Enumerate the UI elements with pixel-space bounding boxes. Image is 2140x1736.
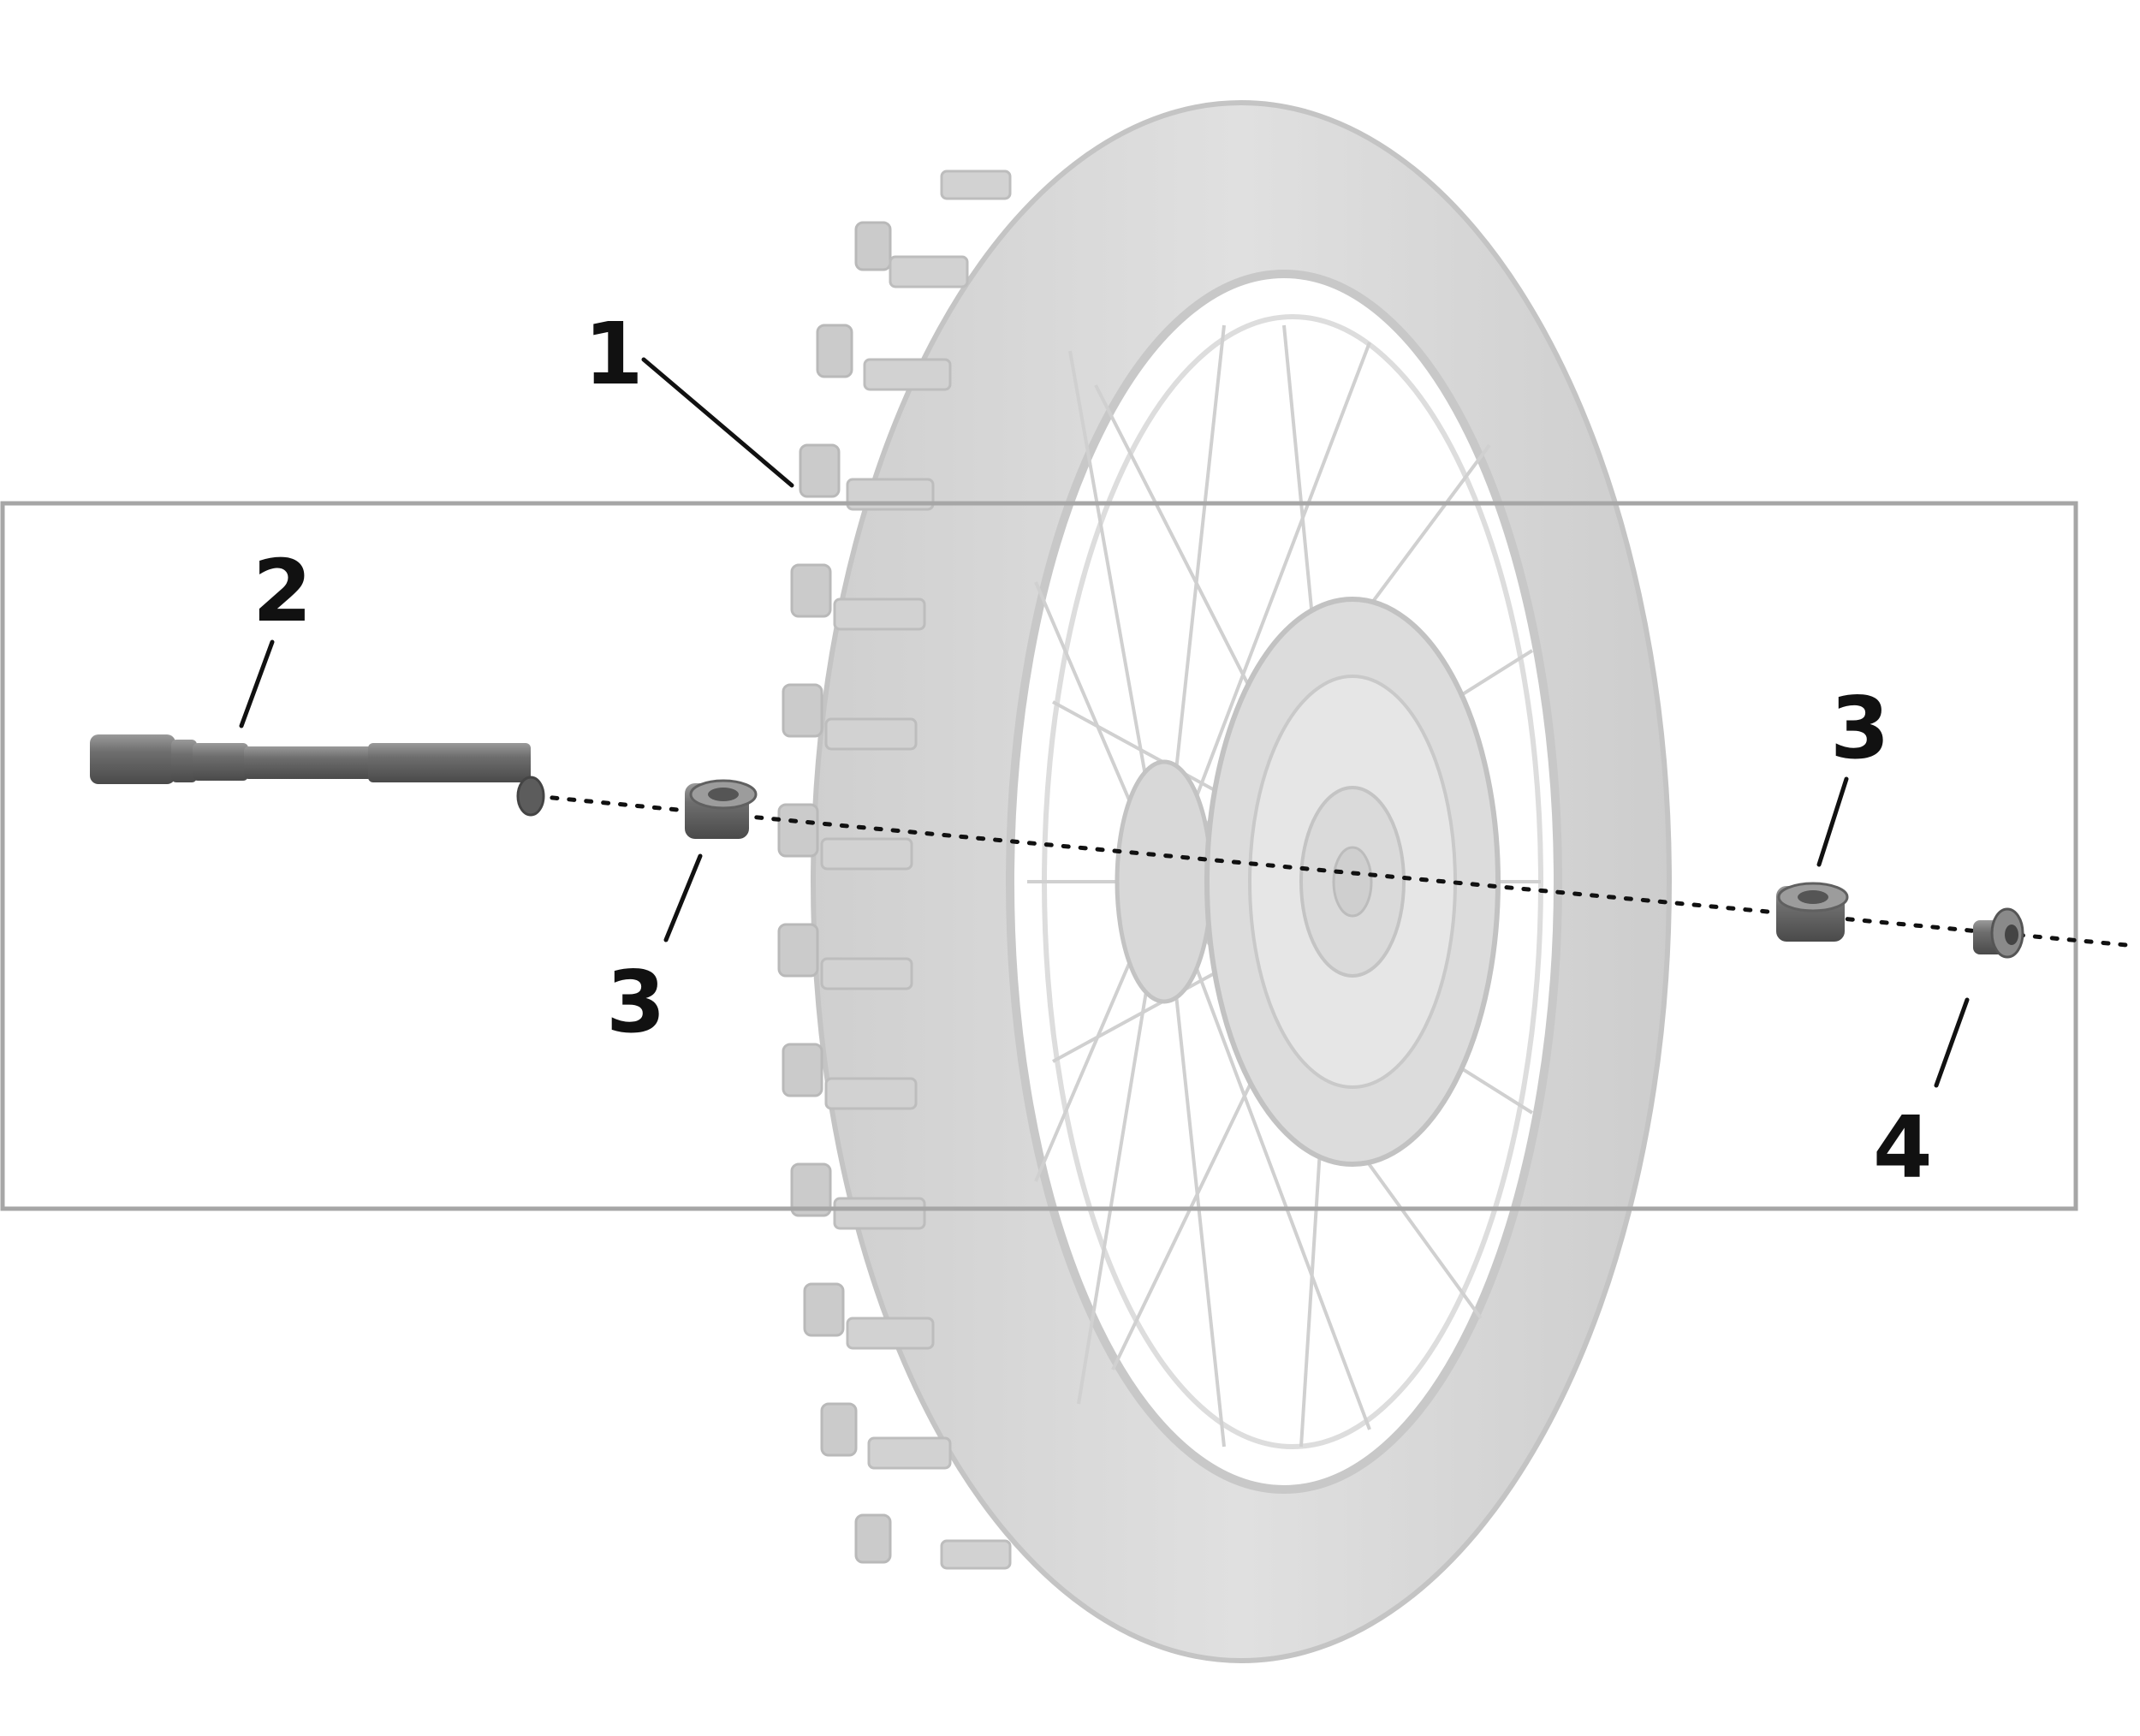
callout-label-2: 2 (253, 541, 312, 641)
callout-label-1: 1 (584, 304, 644, 404)
axle-nut-icon (1973, 907, 2024, 959)
leader-line-3b (1816, 776, 1849, 867)
spacer-icon (685, 779, 758, 839)
leader-line-4 (1934, 997, 1970, 1088)
leader-line-1 (641, 357, 794, 488)
callout-label-4: 4 (1873, 1097, 1933, 1198)
assembly-frame (0, 501, 2078, 1211)
leader-line-3a (663, 853, 703, 942)
leader-line-2 (239, 639, 275, 728)
spacer-icon (1776, 882, 1849, 942)
axle-icon (90, 734, 545, 817)
wheel-icon (777, 100, 1672, 1663)
callout-label-3-right: 3 (1830, 678, 1890, 778)
callout-label-3-left: 3 (606, 952, 666, 1052)
